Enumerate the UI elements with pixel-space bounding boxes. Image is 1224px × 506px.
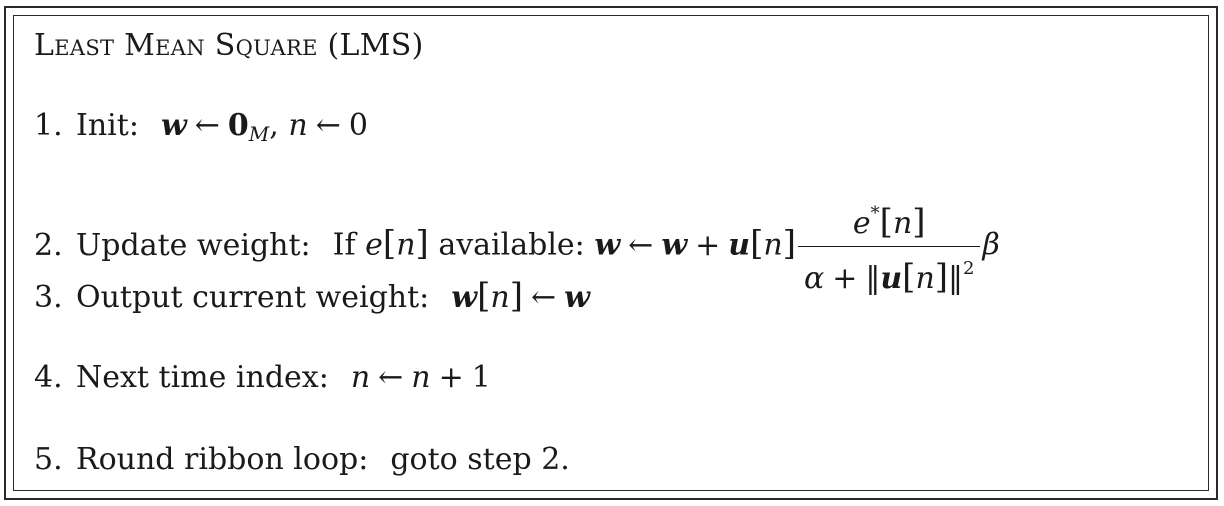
- input-vector: u: [880, 261, 903, 296]
- step-label: Next time index:: [76, 360, 329, 395]
- time-index: n: [396, 227, 416, 263]
- left-bracket: [: [382, 223, 397, 264]
- assign-arrow: ←: [530, 280, 557, 315]
- fraction-denominator: α+‖u[n]‖2: [798, 247, 981, 299]
- left-bracket: [: [902, 257, 916, 297]
- norm-right: ‖: [948, 261, 964, 296]
- step-label: Init:: [76, 108, 139, 143]
- right-bracket: ]: [415, 223, 429, 264]
- step-5: 5. Round ribbon loop: goto step 2.: [34, 440, 570, 480]
- norm-left: ‖: [865, 261, 881, 296]
- time-index: n: [763, 227, 783, 263]
- error-symbol: e: [365, 227, 383, 263]
- time-index: n: [490, 280, 510, 315]
- left-bracket: [: [879, 202, 893, 242]
- plus-sign: +: [832, 261, 858, 296]
- weight-vector: w: [594, 227, 621, 263]
- left-bracket: [: [750, 223, 764, 264]
- step-size-fraction: e*[n]α+‖u[n]‖2: [797, 194, 981, 299]
- inner-frame: [13, 15, 1209, 491]
- weight-vector: w: [160, 108, 187, 143]
- alpha-symbol: α: [803, 261, 825, 296]
- comma: ,: [269, 108, 279, 143]
- assign-arrow: ←: [194, 108, 220, 143]
- condition-tail: available:: [438, 227, 585, 263]
- condition-if: If: [332, 227, 356, 263]
- step-2: 2.Update weight:If e[n] available: w←w+u…: [34, 194, 1000, 299]
- square-exponent: 2: [963, 258, 975, 279]
- input-vector: u: [728, 227, 751, 263]
- right-bracket: ]: [912, 202, 926, 242]
- step-label: Update weight:: [76, 227, 311, 263]
- conjugate-star: *: [870, 203, 880, 224]
- step-text: goto step 2.: [390, 442, 570, 477]
- step-number: 1.: [34, 108, 63, 143]
- step-number: 5.: [34, 442, 63, 477]
- zero-subscript: M: [248, 122, 270, 146]
- step-number: 3.: [34, 280, 63, 315]
- time-index: n: [892, 206, 913, 241]
- step-number: 2.: [34, 227, 63, 263]
- plus-sign: +: [695, 227, 721, 263]
- weight-vector: w: [564, 280, 590, 315]
- step-4: 4.Next time index:n←n+1: [34, 358, 491, 398]
- step-1: 1.Init:w←0M, n←0: [34, 106, 368, 154]
- zero-vector: 0: [227, 108, 249, 143]
- outer-frame: [4, 6, 1218, 500]
- algorithm-title: Least Mean Square (LMS): [34, 28, 424, 63]
- time-index: n: [915, 261, 935, 296]
- init-value: 0: [348, 108, 368, 143]
- fraction-numerator: e*[n]: [797, 194, 981, 247]
- weight-vector: w: [661, 227, 688, 263]
- right-bracket: ]: [782, 223, 796, 264]
- assign-arrow: ←: [378, 360, 404, 395]
- step-number: 4.: [34, 360, 63, 395]
- assign-arrow: ←: [628, 227, 654, 263]
- beta-symbol: β: [982, 227, 1000, 263]
- weight-vector: w: [451, 280, 478, 315]
- step-label: Round ribbon loop:: [76, 442, 369, 477]
- plus-sign: +: [438, 360, 464, 395]
- error-symbol: e: [852, 206, 871, 241]
- left-bracket: [: [477, 276, 491, 316]
- right-bracket: ]: [509, 276, 523, 316]
- right-bracket: ]: [934, 257, 949, 297]
- step-label: Output current weight:: [76, 280, 430, 315]
- time-index: n: [411, 360, 431, 395]
- assign-arrow: ←: [315, 108, 341, 143]
- time-index: n: [288, 108, 308, 143]
- increment-value: 1: [471, 360, 491, 395]
- step-3: 3.Output current weight:w[n]←w: [34, 276, 590, 318]
- time-index: n: [350, 360, 371, 395]
